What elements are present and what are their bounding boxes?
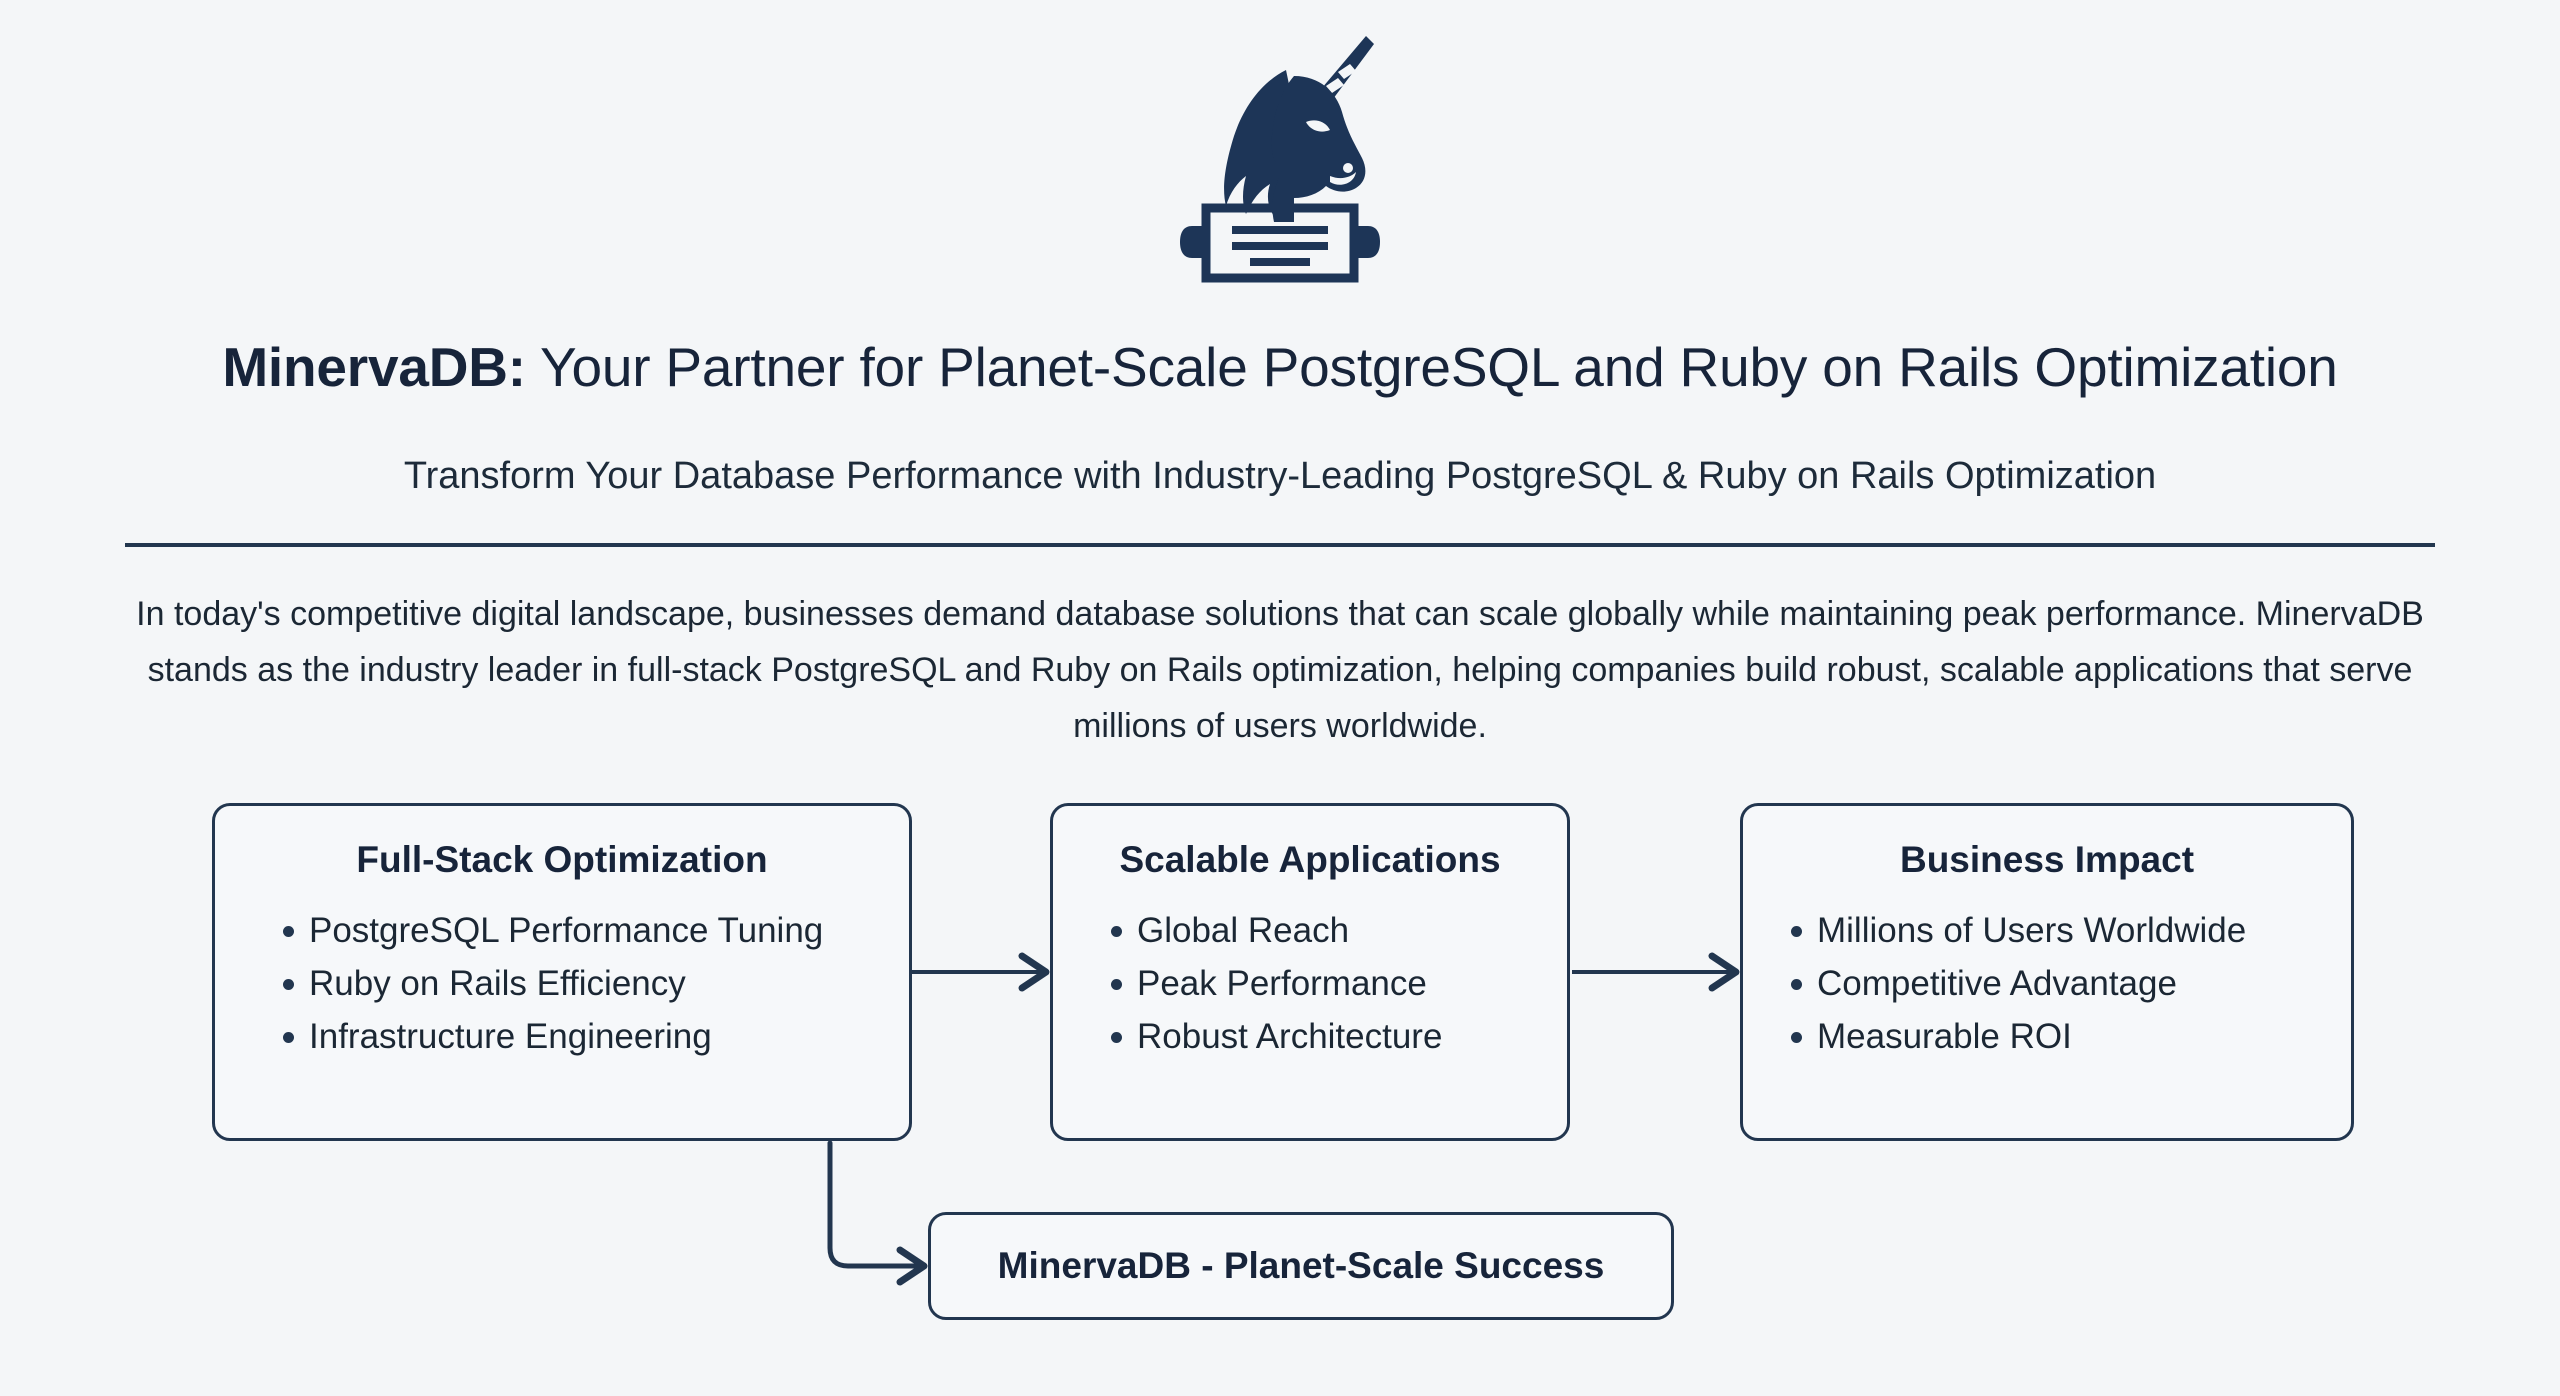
flow-box-title: Full-Stack Optimization	[356, 839, 768, 880]
brand-name: MinervaDB:	[222, 336, 526, 398]
list-item-label: Global Reach	[1137, 911, 1350, 950]
list-item-label: Millions of Users Worldwide	[1817, 911, 2247, 950]
flow-box-title: Business Impact	[1899, 839, 2195, 880]
list-item: Millions of Users Worldwide	[1781, 904, 2351, 957]
flow-box-list: Global Reach Peak Performance Robust Arc…	[1101, 904, 1567, 1063]
arrow-scalable-to-business	[1572, 952, 1740, 992]
bullet-dot-icon	[1111, 1032, 1122, 1043]
flow-box-business-impact[interactable]: Business Impact Millions of Users Worldw…	[1740, 803, 2354, 1141]
bullet-dot-icon	[1111, 926, 1122, 937]
list-item-label: Robust Architecture	[1137, 1017, 1443, 1056]
list-item: Robust Architecture	[1101, 1010, 1567, 1063]
list-item-label: Ruby on Rails Efficiency	[309, 964, 686, 1003]
list-item: Peak Performance	[1101, 957, 1567, 1010]
page-title: MinervaDB: Your Partner for Planet-Scale…	[0, 334, 2560, 400]
page-subtitle: Transform Your Database Performance with…	[403, 455, 2157, 497]
bullet-dot-icon	[283, 926, 294, 937]
unicorn-banner-logo	[1180, 36, 1380, 283]
list-item: Global Reach	[1101, 904, 1567, 957]
flow-box-list: Millions of Users Worldwide Competitive …	[1781, 904, 2351, 1063]
brand-logo	[0, 26, 2560, 306]
bullet-dot-icon	[1791, 1032, 1802, 1043]
list-item-label: Measurable ROI	[1817, 1017, 2072, 1056]
arrow-full-stack-to-success	[827, 1140, 928, 1286]
list-item: PostgreSQL Performance Tuning	[273, 904, 909, 957]
bullet-dot-icon	[283, 1032, 294, 1043]
list-item-label: Peak Performance	[1137, 964, 1427, 1003]
list-item-label: Competitive Advantage	[1817, 964, 2177, 1003]
list-item: Measurable ROI	[1781, 1010, 2351, 1063]
intro-paragraph: In today's competitive digital landscape…	[136, 595, 2424, 745]
list-item: Ruby on Rails Efficiency	[273, 957, 909, 1010]
list-item-label: Infrastructure Engineering	[309, 1017, 712, 1056]
arrow-full-stack-to-scalable	[912, 952, 1050, 992]
bullet-dot-icon	[283, 979, 294, 990]
flow-box-list: PostgreSQL Performance Tuning Ruby on Ra…	[273, 904, 909, 1063]
page-title-rest: Your Partner for Planet-Scale PostgreSQL…	[525, 336, 2338, 398]
list-item: Infrastructure Engineering	[273, 1010, 909, 1063]
flow-box-title: MinervaDB - Planet-Scale Success	[997, 1245, 1605, 1286]
flow-box-title: Scalable Applications	[1119, 839, 1501, 880]
bullet-dot-icon	[1791, 926, 1802, 937]
header-divider	[125, 543, 2435, 547]
flow-box-full-stack-optimization[interactable]: Full-Stack Optimization PostgreSQL Perfo…	[212, 803, 912, 1141]
list-item: Competitive Advantage	[1781, 957, 2351, 1010]
list-item-label: PostgreSQL Performance Tuning	[309, 911, 824, 950]
flow-box-planet-scale-success[interactable]: MinervaDB - Planet-Scale Success	[928, 1212, 1674, 1320]
bullet-dot-icon	[1111, 979, 1122, 990]
bullet-dot-icon	[1791, 979, 1802, 990]
flow-box-scalable-applications[interactable]: Scalable Applications Global Reach Peak …	[1050, 803, 1570, 1141]
